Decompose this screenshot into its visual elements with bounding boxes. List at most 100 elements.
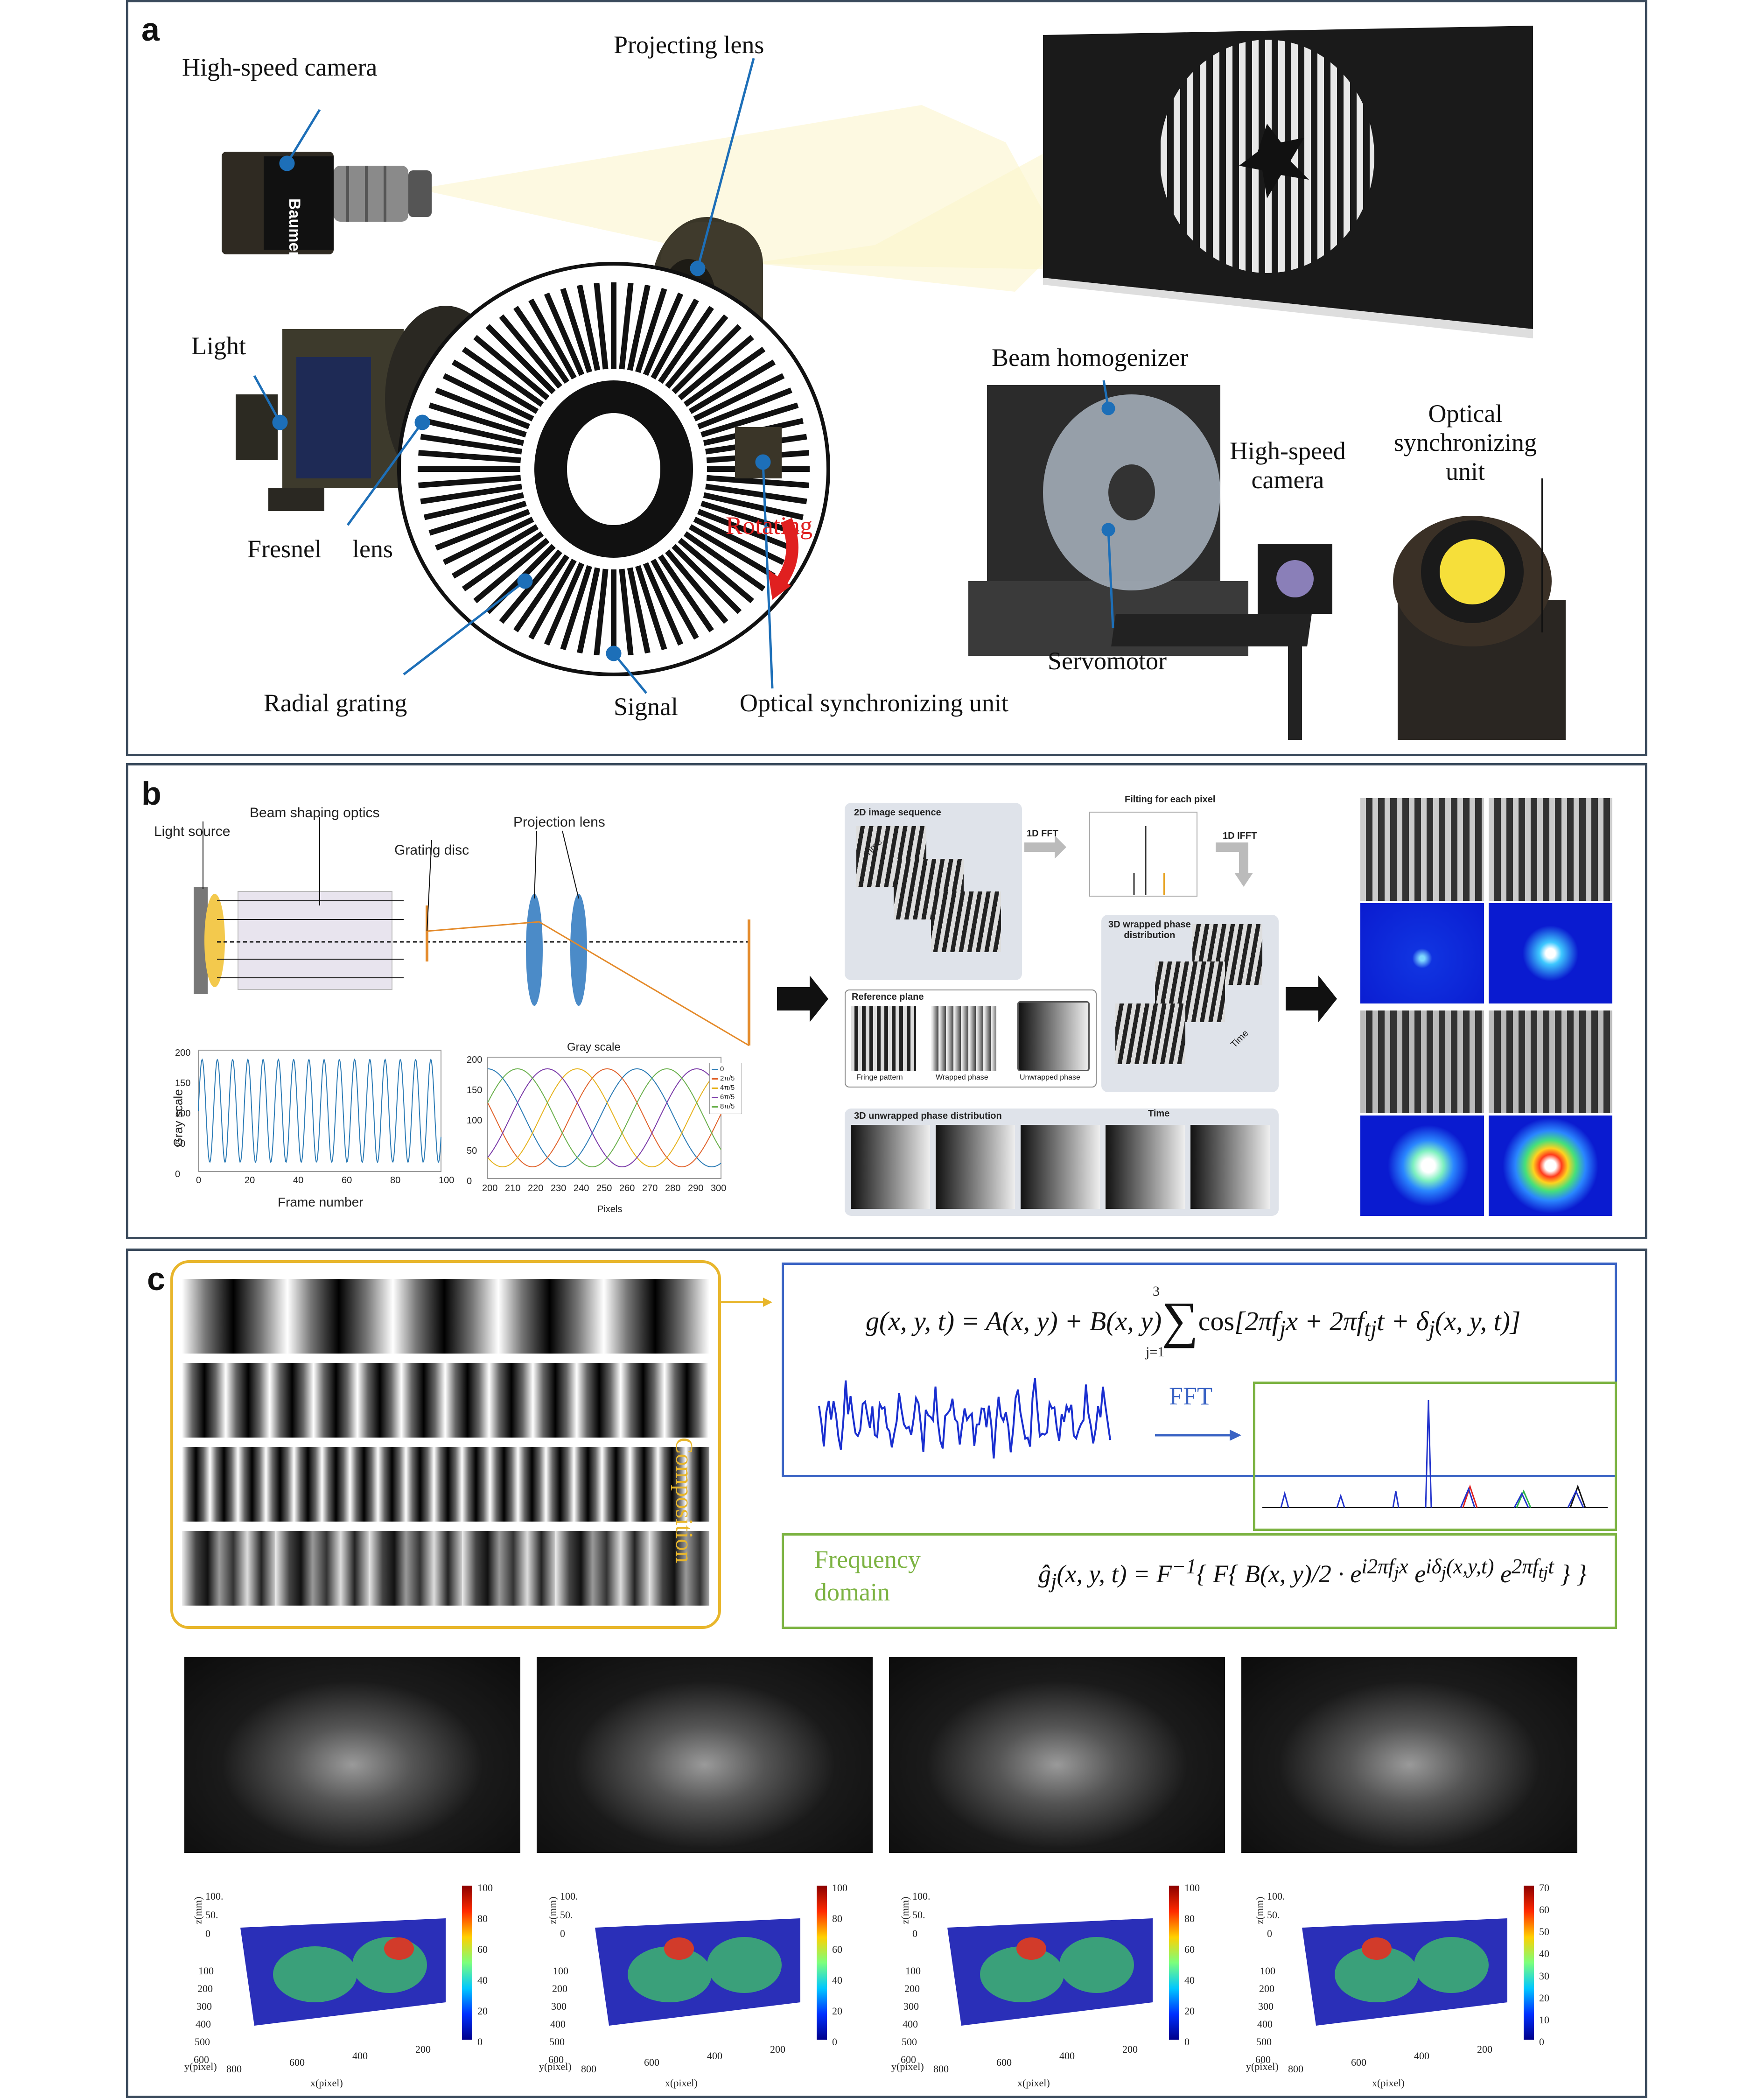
spectrum-mini bbox=[1089, 812, 1197, 897]
plot-z-tick: 100. bbox=[912, 1890, 931, 1902]
panel-b-label: b bbox=[141, 775, 161, 812]
label-filtering: Filting for each pixel bbox=[1125, 794, 1216, 805]
chart2-legend-item: 2π/5 bbox=[712, 1074, 735, 1082]
grating-spoke bbox=[643, 562, 684, 646]
camera-body bbox=[222, 152, 432, 254]
spectrum-box bbox=[1253, 1382, 1617, 1531]
grating-spoke bbox=[451, 524, 539, 579]
grating-spoke bbox=[700, 500, 799, 536]
label-fringe-pattern: Fringe pattern bbox=[856, 1074, 903, 1081]
chart1-x-tick: 100 bbox=[439, 1175, 455, 1186]
grating-spoke bbox=[658, 306, 714, 384]
plot-ylabel: y(pixel) bbox=[891, 2061, 924, 2072]
label-radial-grating: Radial grating bbox=[264, 689, 407, 717]
colorbar-tick: 80 bbox=[832, 1913, 842, 1924]
plot-x-tick: 800 bbox=[581, 2063, 596, 2075]
colorbar-tick: 80 bbox=[1184, 1913, 1195, 1924]
grating-spoke bbox=[560, 565, 592, 651]
plot-x-tick: 800 bbox=[1288, 2063, 1303, 2075]
grating-spoke bbox=[428, 402, 527, 438]
label-time-unwrapped: Time bbox=[1148, 1109, 1170, 1119]
chart1-x-tick: 40 bbox=[293, 1175, 304, 1186]
colorbar-tick: 50 bbox=[1539, 1926, 1549, 1938]
result-fringe-2 bbox=[1489, 798, 1612, 901]
result-fringe-3 bbox=[1360, 1010, 1484, 1113]
plot-y-tick: 200 bbox=[552, 1983, 567, 1994]
result-map-2 bbox=[1489, 903, 1612, 1003]
colorbar-tick: 0 bbox=[477, 2036, 483, 2048]
plot-z-tick: 0 bbox=[205, 1928, 210, 1939]
grating-spoke bbox=[428, 500, 527, 536]
label-image-sequence: 2D image sequence bbox=[854, 807, 941, 818]
grating-spoke bbox=[658, 554, 714, 632]
label-ifft-b: 1D IFFT bbox=[1223, 831, 1257, 841]
colorbar-tick: 40 bbox=[477, 1974, 488, 1986]
plot-y-tick: 500 bbox=[195, 2036, 210, 2048]
fft-arrow bbox=[1155, 1430, 1241, 1441]
label-fft-c: FFT bbox=[1169, 1382, 1213, 1410]
grating-spoke bbox=[473, 335, 550, 400]
chart2-x-tick: 250 bbox=[596, 1183, 612, 1193]
chart2-x-tick: 280 bbox=[665, 1183, 681, 1193]
result-map-1 bbox=[1360, 903, 1484, 1003]
chart2-x-tick: 240 bbox=[574, 1183, 589, 1193]
chart2-legend-item: 8π/5 bbox=[712, 1102, 735, 1110]
chart2-xlabel: Pixels bbox=[597, 1204, 623, 1214]
colorbar-tick: 40 bbox=[1539, 1948, 1549, 1960]
time-signal-plot bbox=[818, 1378, 1111, 1459]
plot-y-tick: 300 bbox=[551, 2000, 567, 2012]
chart2-x-tick: 300 bbox=[711, 1183, 727, 1193]
chart2-y-tick: 150 bbox=[467, 1085, 483, 1095]
chart2-x-tick: 290 bbox=[688, 1183, 704, 1193]
plot-z-tick: 50. bbox=[560, 1909, 573, 1921]
plot-z-tick: 50. bbox=[1267, 1909, 1280, 1921]
plot-zlabel: z(mm) bbox=[192, 1896, 204, 1924]
plot-y-tick: 300 bbox=[196, 2000, 212, 2012]
label-high-speed-photo-line1: High-speed bbox=[1230, 437, 1346, 465]
grating-spoke bbox=[697, 387, 792, 429]
grating-spoke bbox=[693, 517, 785, 565]
colorbar-tick: 40 bbox=[1184, 1974, 1195, 1986]
grating-spoke bbox=[619, 568, 634, 656]
flow-arrows bbox=[777, 835, 1337, 1022]
grating-spoke bbox=[577, 284, 601, 371]
grating-spoke bbox=[418, 450, 521, 463]
plot-xlabel: x(pixel) bbox=[310, 2077, 343, 2089]
plot-z-tick: 0 bbox=[1267, 1928, 1272, 1939]
plot-y-tick: 200 bbox=[904, 1983, 920, 1994]
plot-surface bbox=[595, 1918, 800, 2026]
plot-zlabel: z(mm) bbox=[899, 1896, 911, 1924]
plot-xlabel: x(pixel) bbox=[1017, 2077, 1050, 2089]
chart1-y-tick: 50 bbox=[175, 1139, 186, 1149]
label-high-speed-photo-line2: camera bbox=[1251, 466, 1324, 494]
grating-spoke bbox=[513, 554, 569, 632]
grating-spoke bbox=[442, 373, 534, 421]
plot-x-tick: 600 bbox=[289, 2056, 305, 2068]
result-map-4 bbox=[1489, 1116, 1612, 1216]
label-high-speed-camera: High-speed camera bbox=[182, 53, 378, 81]
colorbar-tick: 80 bbox=[477, 1913, 488, 1924]
grating-spoke bbox=[635, 288, 667, 373]
plot-z-tick: 100. bbox=[205, 1890, 224, 1902]
chart2-x-tick: 210 bbox=[505, 1183, 521, 1193]
grating-spoke bbox=[423, 418, 525, 446]
grating-spoke bbox=[528, 558, 577, 640]
chart2-x-tick: 260 bbox=[619, 1183, 635, 1193]
fringe-strip-4 bbox=[182, 1531, 709, 1606]
label-optical-photo-line3: unit bbox=[1445, 457, 1485, 486]
grating-spoke bbox=[577, 567, 601, 654]
colorbar-tick: 100 bbox=[477, 1882, 493, 1894]
colorbar-tick: 60 bbox=[1184, 1944, 1195, 1955]
plot-x-tick: 400 bbox=[707, 2050, 722, 2062]
chart2-title: Gray scale bbox=[567, 1041, 621, 1053]
colorbar-tick: 20 bbox=[1184, 2005, 1195, 2017]
chart1-y-tick: 0 bbox=[175, 1169, 181, 1179]
label-optical-photo: Optical synchronizing unit bbox=[1388, 399, 1542, 486]
grating-spoke bbox=[665, 314, 728, 389]
label-light: Light bbox=[191, 332, 246, 360]
fringe-strip-2 bbox=[182, 1363, 709, 1438]
label-beam-shaping: Beam shaping optics bbox=[250, 805, 380, 821]
grating-spoke bbox=[560, 288, 592, 373]
